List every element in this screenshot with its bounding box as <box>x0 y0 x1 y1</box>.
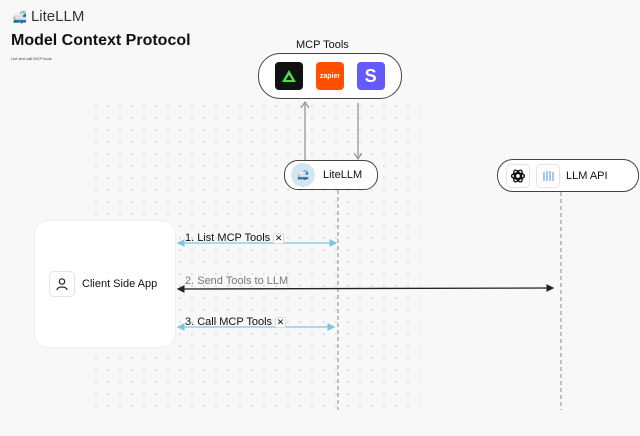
tools-icon: ✕ <box>275 317 287 328</box>
llm-api-node[interactable]: LLM API <box>497 159 639 192</box>
triangle-logo-icon[interactable] <box>275 62 304 90</box>
brand-name: LiteLLM <box>30 8 85 25</box>
message-list-tools: 1. List MCP Tools✕ <box>185 232 285 244</box>
message-call-tools: 3. Call MCP Tools✕ <box>185 316 287 328</box>
litellm-logo-icon: 🚅 <box>291 163 315 187</box>
mcp-tools-group: zapier S <box>258 53 402 99</box>
page-title: Model Context Protocol <box>11 32 191 49</box>
user-icon <box>49 271 75 297</box>
llm-api-label: LLM API <box>566 169 608 182</box>
page-subtitle: List and call MCP tools <box>11 56 52 61</box>
openai-logo-icon <box>506 163 530 188</box>
zapier-icon[interactable]: zapier <box>315 62 344 90</box>
stripe-icon[interactable]: S <box>356 62 385 90</box>
tools-icon: ✕ <box>273 233 285 244</box>
client-app-node[interactable]: Client Side App <box>34 220 176 348</box>
send-tools-arrow <box>176 284 555 293</box>
message-label: 3. Call MCP Tools <box>185 316 273 328</box>
litellm-label: LiteLLM <box>323 169 363 181</box>
brand-logo: 🚅 LiteLLM <box>12 8 84 25</box>
litellm-node[interactable]: 🚅 LiteLLM <box>284 160 378 190</box>
client-app-label: Client Side App <box>82 278 158 290</box>
mcp-tools-label: MCP Tools <box>296 39 349 51</box>
llm-provider-logo-icon <box>536 163 560 188</box>
train-logo-icon: 🚅 <box>12 9 27 24</box>
message-label: 1. List MCP Tools <box>185 232 271 244</box>
message-send-tools: 2. Send Tools to LLM <box>185 275 289 287</box>
